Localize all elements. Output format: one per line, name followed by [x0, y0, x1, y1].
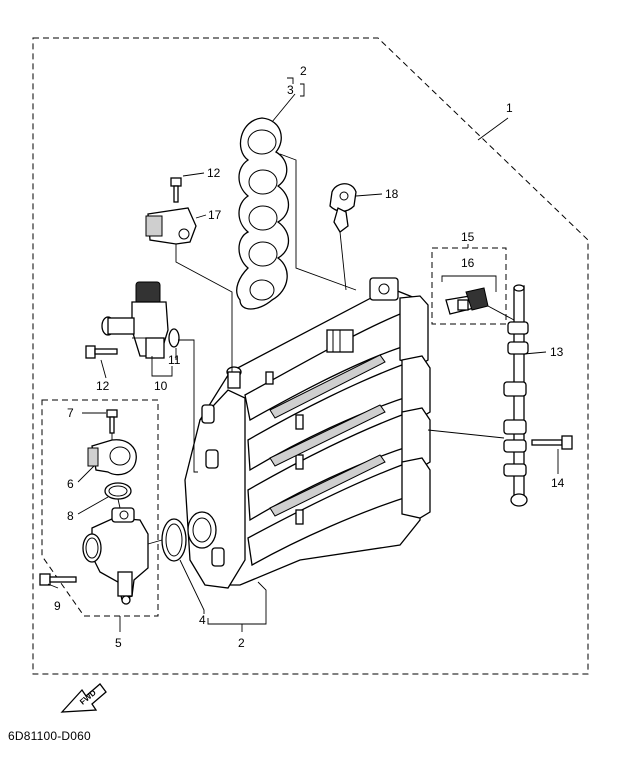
- injector-boundary: [431, 247, 507, 325]
- callout-7: 7: [67, 406, 74, 420]
- manifold-gasket: [236, 117, 290, 310]
- callout-13: 13: [550, 345, 564, 359]
- o-ring-11: [168, 328, 180, 348]
- callout-12-top: 12: [207, 166, 221, 180]
- fuel-injector-clip: [329, 183, 357, 233]
- callout-2-top: 2: [300, 64, 307, 78]
- callout-8: 8: [67, 509, 74, 523]
- fuel-injector: [445, 287, 489, 315]
- callout-17: 17: [208, 208, 222, 222]
- intake-manifold: [184, 277, 431, 589]
- callout-9: 9: [54, 599, 61, 613]
- callout-5: 5: [115, 636, 122, 650]
- bolt-9: [39, 573, 77, 586]
- throttle-position-sensor: [87, 439, 137, 476]
- callout-16: 16: [461, 256, 475, 270]
- callouts: 1 2 3 12 17 18 15 16 13 14 11 10 12 7 6 …: [54, 64, 565, 650]
- throttle-assembly-boundary: [41, 399, 159, 617]
- callout-2-bottom: 2: [238, 636, 245, 650]
- callout-18: 18: [385, 187, 399, 201]
- callout-11: 11: [168, 353, 181, 367]
- bolt-7: [106, 409, 118, 434]
- callout-6: 6: [67, 477, 74, 491]
- fwd-arrow-icon: FWD: [60, 683, 107, 713]
- idle-air-control-valve: [101, 281, 169, 359]
- callout-1: 1: [506, 101, 513, 115]
- callout-10: 10: [154, 379, 168, 393]
- bolt-12-left: [85, 345, 118, 359]
- o-ring-8: [104, 482, 132, 500]
- throttle-body: [82, 507, 149, 605]
- leader-lines: [47, 77, 559, 632]
- bolt-12-top: [170, 177, 182, 203]
- gasket-4: [161, 518, 187, 562]
- callout-12-left: 12: [96, 379, 110, 393]
- callout-3: 3: [287, 83, 294, 97]
- assembly-boundary: [32, 37, 589, 675]
- callout-15: 15: [461, 230, 475, 244]
- diagram-code: 6D81100-D060: [8, 729, 91, 743]
- fuel-rail: [503, 284, 529, 507]
- callout-14: 14: [551, 476, 565, 490]
- callout-4: 4: [199, 613, 206, 627]
- intake-air-temp-sensor: [145, 207, 197, 245]
- bolt-14: [531, 435, 573, 450]
